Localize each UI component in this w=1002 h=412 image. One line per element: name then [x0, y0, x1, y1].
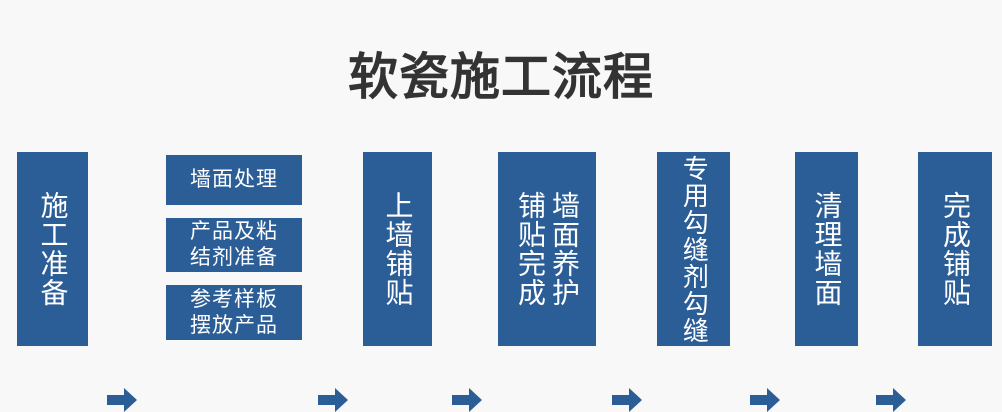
flow-substep-label-line2: 结剂准备	[190, 246, 278, 269]
flow-step-label: 上墙铺贴	[382, 191, 414, 307]
arrow-right-icon	[876, 388, 906, 412]
flow-substep-label-line2: 摆放产品	[190, 313, 278, 337]
arrow-right-icon	[318, 388, 348, 412]
flow-substep-label: 墙面处理	[190, 168, 278, 191]
arrow-right-icon	[612, 388, 642, 412]
flow-step-construction-preparation[interactable]: 施工准备	[17, 152, 88, 346]
arrow-right-icon	[107, 388, 137, 412]
flow-substep-wall-surface-treatment[interactable]: 墙面处理	[166, 155, 302, 205]
flow-substep-product-and-adhesive-preparation[interactable]: 产品及粘 结剂准备	[166, 218, 302, 272]
flow-step-label-column-right: 墙面养护	[548, 191, 580, 307]
flow-step-clean-wall-surface[interactable]: 清理墙面	[795, 152, 858, 346]
flow-step-label: 清理墙面	[811, 191, 843, 307]
flow-diagram: 施工准备 墙面处理 产品及粘 结剂准备 参考样板 摆放产品	[0, 150, 1002, 412]
flow-step-label: 完成铺贴	[939, 191, 971, 307]
flow-substep-label-line1: 参考样板	[190, 287, 278, 311]
flow-substep-reference-sample-product-placement[interactable]: 参考样板 摆放产品	[166, 285, 302, 340]
flow-step-preparation-details: 墙面处理 产品及粘 结剂准备 参考样板 摆放产品	[166, 150, 302, 346]
page-title: 软瓷施工流程	[348, 49, 654, 105]
flow-step-special-grout-jointing[interactable]: 专用勾缝剂勾缝	[657, 152, 730, 346]
flow-step-wall-application[interactable]: 上墙铺贴	[363, 152, 432, 346]
arrow-right-icon	[750, 388, 780, 412]
flow-substep-label-line1: 产品及粘	[190, 220, 278, 243]
flow-step-label: 专用勾缝剂勾缝	[679, 154, 710, 344]
flow-step-completion-and-curing[interactable]: 铺贴完成 墙面养护	[498, 152, 596, 346]
arrow-right-icon	[452, 388, 482, 412]
flow-step-application-complete[interactable]: 完成铺贴	[918, 152, 992, 346]
flow-step-label: 施工准备	[37, 191, 69, 307]
flow-step-label-column-left: 铺贴完成	[515, 191, 546, 307]
